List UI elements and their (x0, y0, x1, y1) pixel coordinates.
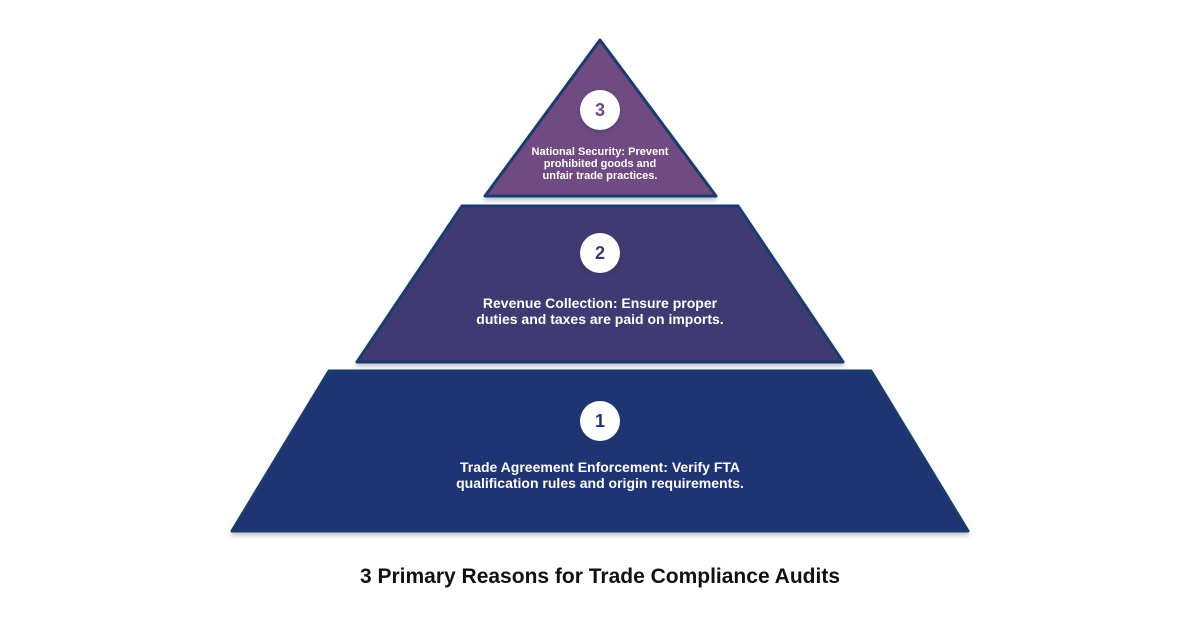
level-2-badge-circle (580, 233, 620, 273)
level-2-label: Revenue Collection: Ensure proper duties… (476, 295, 724, 327)
level-1-badge-circle (580, 401, 620, 441)
pyramid-level-2-shape (355, 204, 845, 364)
level-1-label: Trade Agreement Enforcement: Verify FTA … (456, 459, 744, 491)
level-3-number: 3 (595, 100, 605, 120)
level-1-number: 1 (595, 411, 605, 431)
pyramid-level-1-shape (230, 369, 970, 533)
level-3-badge-circle (580, 90, 620, 130)
level-3-label: National Security: Prevent prohibited go… (531, 146, 669, 182)
diagram-title: 3 Primary Reasons for Trade Compliance A… (359, 565, 841, 588)
level-2-number: 2 (595, 243, 605, 263)
